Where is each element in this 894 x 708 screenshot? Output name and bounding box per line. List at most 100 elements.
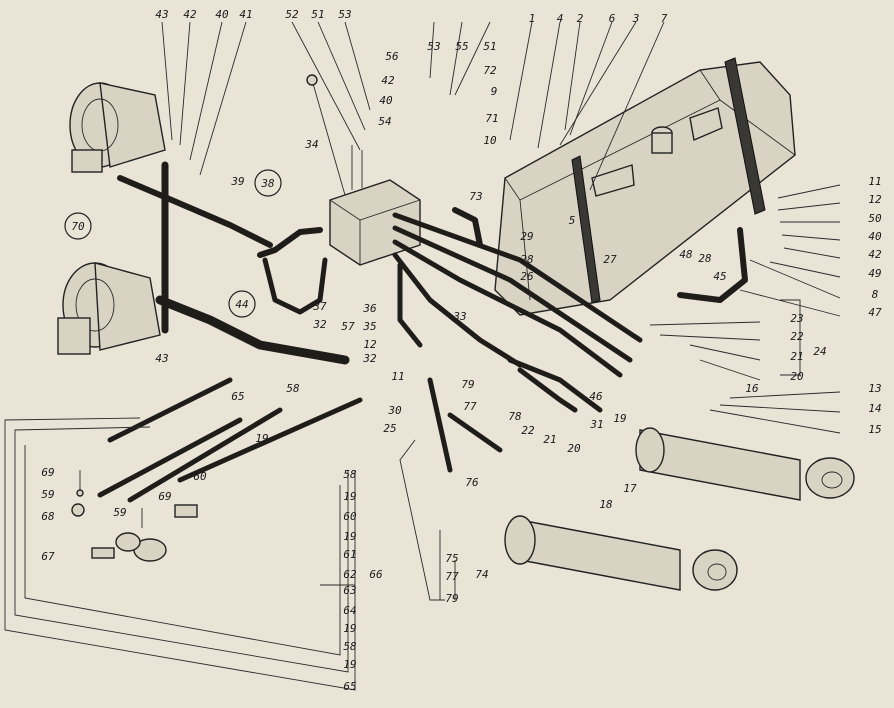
- part-callout-label: 49: [868, 267, 881, 280]
- part-callout-label: 79: [461, 378, 474, 391]
- part-callout-label: 27: [603, 253, 617, 266]
- part-callout-label: 12: [868, 193, 882, 206]
- part-callout-label: 43: [155, 8, 168, 21]
- part-callout-label: 68: [41, 510, 55, 523]
- part-callout-label: 15: [868, 423, 881, 436]
- part-callout-label: 1: [529, 12, 536, 25]
- part-callout-label: 12: [363, 338, 377, 351]
- part-callout-label: 51: [483, 40, 496, 53]
- part-callout-label: 40: [379, 94, 393, 107]
- part-callout-label: 20: [790, 370, 804, 383]
- hydraulic-cylinder-lower: [504, 515, 738, 591]
- part-callout-label: 28: [698, 252, 712, 265]
- part-callout-label: 64: [343, 604, 356, 617]
- part-callout-label: 37: [312, 300, 327, 313]
- part-callout-label: 69: [158, 490, 171, 503]
- part-callout-label: 5: [569, 214, 576, 227]
- part-callout-label: 10: [483, 134, 497, 147]
- part-callout-label: 65: [231, 390, 244, 403]
- leader-brackets: [4, 299, 801, 691]
- part-callout-label: 73: [469, 190, 482, 203]
- part-callout-label: 33: [452, 310, 466, 323]
- part-callout-label: 7: [661, 12, 668, 25]
- part-callout-label: 45: [713, 270, 726, 283]
- part-callout-label: 29: [520, 230, 533, 243]
- part-callout-label: 6: [609, 12, 616, 25]
- part-callout-label: 40: [868, 230, 882, 243]
- callout-circle: [228, 290, 256, 318]
- part-callout-label: 53: [338, 8, 351, 21]
- part-callout-label: 19: [255, 432, 268, 445]
- part-callout-label: 48: [679, 248, 693, 261]
- hydraulic-cylinder-upper: [635, 427, 855, 501]
- part-callout-label: 4: [557, 12, 564, 25]
- part-callout-label: 14: [868, 402, 881, 415]
- leader-lines: [161, 21, 841, 434]
- part-callout-label: 70: [71, 220, 85, 233]
- part-callout-label: 69: [41, 466, 54, 479]
- part-callout-label: 47: [868, 306, 882, 319]
- part-callout-label: 52: [285, 8, 299, 21]
- oil-tank: [494, 57, 796, 316]
- part-callout-label: 60: [193, 470, 207, 483]
- part-callout-label: 79: [445, 592, 458, 605]
- part-callout-label: 53: [427, 40, 440, 53]
- part-callout-label: 71: [485, 112, 498, 125]
- part-callout-label: 32: [312, 318, 327, 331]
- part-callout-label: 17: [623, 482, 637, 495]
- part-callout-label: 46: [589, 390, 603, 403]
- part-callout-label: 38: [260, 177, 275, 190]
- part-callout-label: 24: [813, 345, 826, 358]
- part-callout-label: 23: [790, 312, 803, 325]
- part-callout-label: 44: [235, 298, 248, 311]
- part-callout-label: 55: [455, 40, 468, 53]
- part-callout-label: 59: [41, 488, 54, 501]
- hydraulic-pump-upper: [69, 82, 166, 173]
- part-callout-label: 77: [463, 400, 477, 413]
- part-callout-label: 62: [343, 568, 357, 581]
- part-callout-label: 57: [341, 320, 355, 333]
- part-callout-label: 50: [868, 212, 882, 225]
- hoses: [97, 161, 748, 503]
- part-callout-label: 65: [343, 680, 356, 693]
- part-callout-label: 74: [475, 568, 488, 581]
- part-callout-label: 31: [589, 418, 603, 431]
- part-callout-label: 56: [385, 50, 399, 63]
- part-callout-label: 19: [343, 490, 356, 503]
- part-callout-label: 76: [465, 476, 479, 489]
- part-callout-label: 19: [343, 622, 356, 635]
- part-callout-label: 8: [872, 288, 879, 301]
- part-callout-label: 22: [790, 330, 804, 343]
- part-callout-label: 42: [183, 8, 197, 21]
- part-callout-label: 72: [483, 64, 497, 77]
- part-callout-label: 11: [868, 175, 881, 188]
- part-callout-label: 54: [378, 115, 391, 128]
- part-callout-label: 20: [567, 442, 581, 455]
- part-callout-label: 40: [215, 8, 229, 21]
- part-callout-label: 34: [304, 138, 318, 151]
- part-callout-label: 66: [369, 568, 383, 581]
- part-callout-label: 28: [520, 253, 534, 266]
- part-callout-label: 51: [311, 8, 324, 21]
- part-callout-label: 11: [391, 370, 404, 383]
- part-callout-label: 42: [868, 248, 882, 261]
- part-callout-label: 26: [520, 270, 534, 283]
- part-callout-label: 21: [543, 433, 556, 446]
- part-callout-label: 58: [343, 640, 357, 653]
- part-callout-label: 67: [41, 550, 55, 563]
- part-callout-label: 63: [343, 584, 356, 597]
- distributor-valve: [306, 74, 421, 266]
- part-callout-label: 77: [445, 570, 459, 583]
- part-callout-label: 78: [508, 410, 522, 423]
- part-callout-label: 32: [362, 352, 377, 365]
- part-callout-label: 35: [362, 320, 376, 333]
- fittings-set: [71, 470, 198, 562]
- callout-circle: [254, 169, 282, 197]
- part-callout-label: 43: [155, 352, 168, 365]
- part-callout-label: 18: [599, 498, 613, 511]
- part-callout-label: 19: [613, 412, 626, 425]
- part-callout-label: 58: [343, 468, 357, 481]
- part-callout-label: 22: [521, 424, 535, 437]
